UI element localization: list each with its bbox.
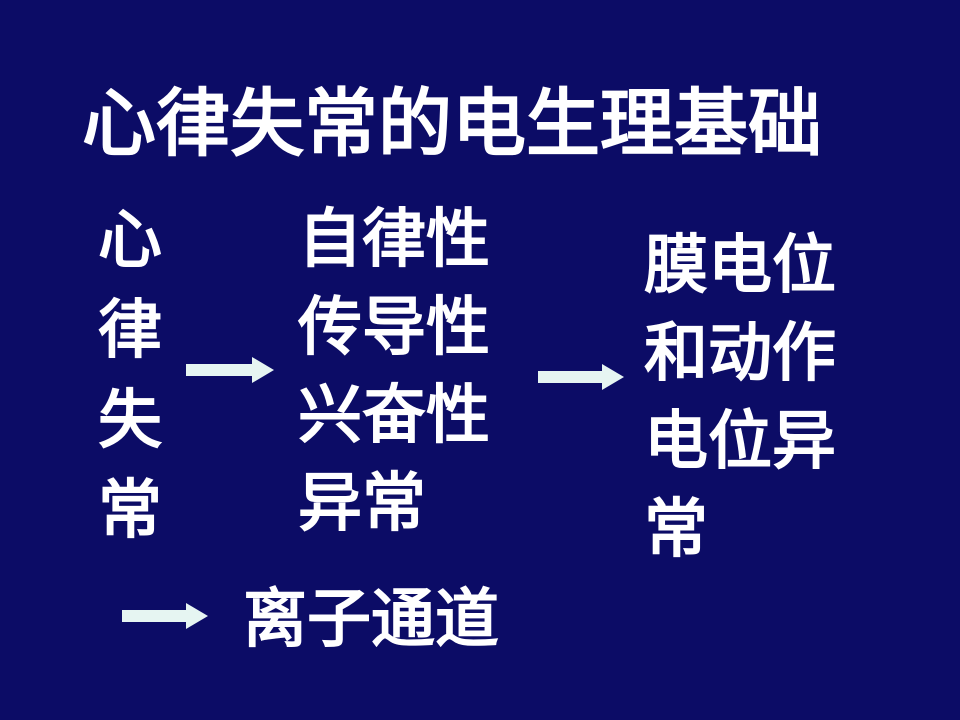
left-char: 失 <box>98 384 162 458</box>
slide-title: 心律失常的电生理基础 <box>82 81 822 167</box>
middle-text-block: 自律性 传导性 兴奋性 异常 <box>298 196 490 548</box>
middle-line: 异常 <box>298 467 426 541</box>
middle-line: 传导性 <box>298 291 490 365</box>
right-line: 常 <box>644 493 708 567</box>
right-line: 和动作 <box>644 317 836 391</box>
middle-line: 兴奋性 <box>298 379 490 453</box>
left-char: 常 <box>98 474 162 548</box>
right-line: 电位异 <box>644 405 836 479</box>
right-text-block: 膜电位 和动作 电位异 常 <box>644 222 836 574</box>
left-char: 律 <box>98 294 162 368</box>
right-line: 膜电位 <box>644 229 836 303</box>
arrow-right-icon <box>122 603 208 629</box>
ion-channel-label: 离子通道 <box>243 583 499 657</box>
arrow-right-icon <box>538 364 624 390</box>
middle-line: 自律性 <box>298 203 490 277</box>
left-char: 心 <box>98 204 162 278</box>
arrow-right-icon <box>186 357 274 383</box>
left-vertical-label: 心 律 失 常 <box>90 196 170 556</box>
